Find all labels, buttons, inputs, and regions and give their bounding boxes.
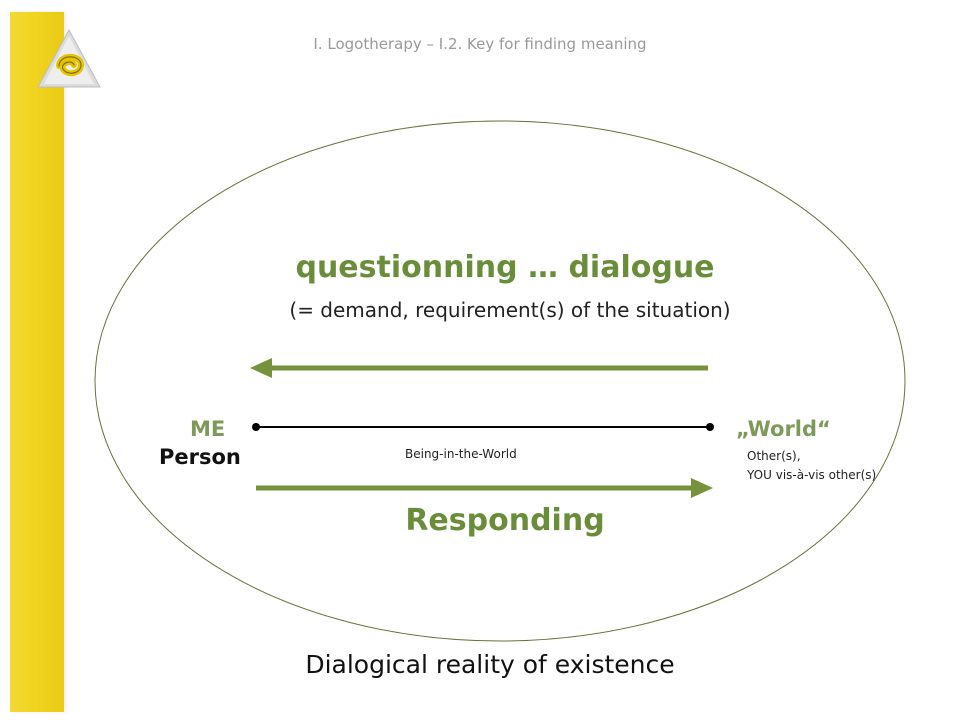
responding-title: Responding <box>405 503 605 538</box>
connector-label: Being-in-the-World <box>405 447 517 461</box>
world-sublabel-line-1: Other(s), <box>747 449 801 463</box>
responding-arrow <box>256 478 713 498</box>
me-world-connector <box>252 423 714 431</box>
world-node-dot <box>706 423 714 431</box>
dialogue-title: questionning … dialogue <box>295 250 715 285</box>
person-label: Person <box>159 445 241 469</box>
page-header: I. Logotherapy – I.2. Key for finding me… <box>313 35 647 53</box>
questioning-arrow <box>250 358 708 378</box>
side-accent-bar <box>10 12 64 712</box>
me-label: ME <box>190 417 226 441</box>
world-label: „World“ <box>736 417 831 441</box>
spiral-e-triangle-logo-icon <box>37 28 101 88</box>
dialogue-subtitle: (= demand, requirement(s) of the situati… <box>289 298 731 322</box>
world-sublabel-line-2: YOU vis-à-vis other(s) <box>747 468 877 482</box>
existence-ellipse <box>94 120 906 642</box>
diagram-footer: Dialogical reality of existence <box>305 650 675 679</box>
me-node-dot <box>252 423 260 431</box>
